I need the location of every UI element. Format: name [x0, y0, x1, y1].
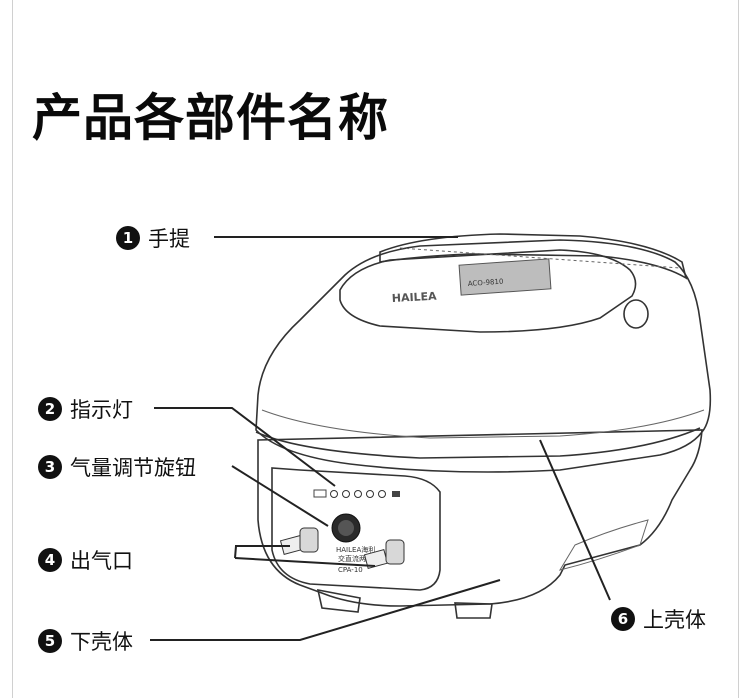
air-outlet-right — [363, 539, 405, 569]
lower-shell-recess — [558, 519, 649, 571]
part-label-knob: 3 气量调节旋钮 — [38, 452, 196, 482]
leader-4c — [234, 557, 376, 567]
page-title: 产品各部件名称 — [32, 89, 389, 147]
part-label-handle: 1 手提 — [116, 223, 190, 253]
indicator-lights — [313, 489, 400, 498]
lid-label — [458, 258, 552, 296]
foot-left — [316, 588, 361, 613]
hinge — [623, 299, 649, 329]
number-badge: 4 — [38, 548, 62, 572]
handle-grip — [399, 247, 681, 269]
part-label-indicator: 2 指示灯 — [38, 394, 133, 424]
number-badge: 5 — [38, 629, 62, 653]
left-border — [12, 0, 13, 698]
leader-3 — [231, 465, 329, 527]
shell-seam — [255, 427, 701, 459]
air-pump-illustration: HAILEA ACO-9810 HAILEA海利 交直流两用 CPA-10 — [255, 233, 712, 619]
part-label-outlet: 4 出气口 — [38, 545, 133, 575]
panel-model-text: CPA-10 — [338, 566, 363, 574]
part-label-lower-shell: 5 下壳体 — [38, 626, 133, 656]
number-badge: 1 — [116, 226, 140, 250]
number-badge: 2 — [38, 397, 62, 421]
leader-5 — [150, 579, 501, 641]
leader-lines — [150, 236, 611, 641]
number-badge: 6 — [611, 607, 635, 631]
lid-model-text: ACO-9810 — [468, 278, 504, 288]
leader-2 — [154, 407, 336, 487]
part-name: 指示灯 — [70, 398, 133, 422]
lid-brand-text: HAILEA — [391, 290, 437, 305]
air-outlet-left — [279, 527, 319, 555]
lower-shell — [257, 429, 703, 607]
part-name: 上壳体 — [643, 608, 706, 632]
part-name: 气量调节旋钮 — [70, 456, 196, 480]
foot-right — [454, 602, 493, 619]
panel-brand-text: HAILEA海利 — [336, 545, 375, 554]
leader-4b — [234, 545, 237, 559]
shell-band — [261, 409, 705, 439]
part-label-upper-shell: 6 上壳体 — [611, 604, 706, 634]
air-adjust-knob — [331, 513, 361, 543]
number-badge: 3 — [38, 455, 62, 479]
part-name: 下壳体 — [70, 630, 133, 654]
panel-sub-text: 交直流两用 — [338, 554, 373, 563]
indicator-battery-icon — [313, 489, 327, 498]
right-border — [738, 0, 739, 698]
leader-6 — [539, 439, 611, 601]
part-name: 手提 — [148, 227, 190, 251]
upper-shell — [255, 239, 712, 473]
front-panel — [271, 467, 441, 591]
part-name: 出气口 — [70, 549, 133, 573]
indicator-plug-icon — [392, 491, 400, 497]
